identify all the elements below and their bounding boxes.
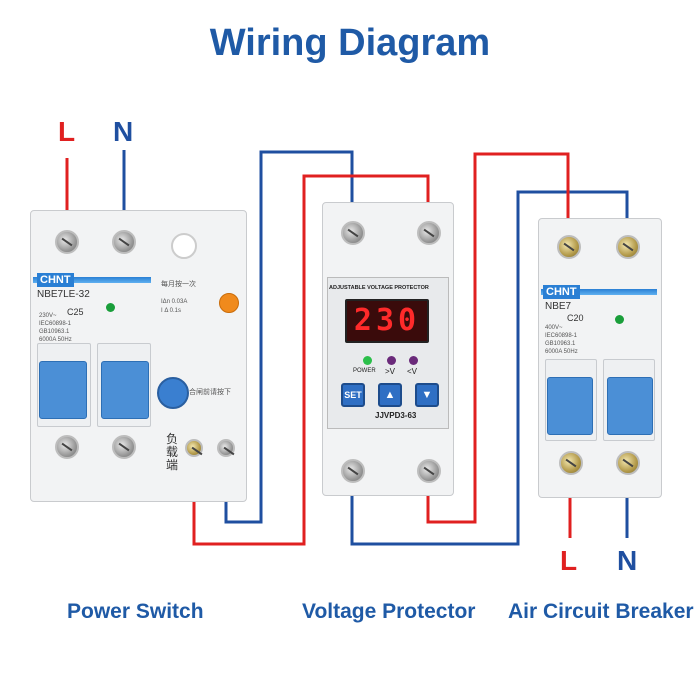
screw-terminal-icon [616, 451, 640, 475]
power-switch-device: CHNT NBE7LE-32 230V~ IEC60898-1 GB10963.… [30, 210, 247, 502]
screw-terminal-icon [341, 459, 365, 483]
air-breaker-brand: CHNT [543, 285, 580, 299]
air-breaker-device: CHNT NBE7 C20 400V~ IEC60898-1 GB10963.1… [538, 218, 662, 498]
breaker-toggle-right[interactable] [607, 377, 653, 435]
power-switch-model: NBE7LE-32 [37, 289, 90, 300]
power-indicator-label: POWER [353, 368, 376, 374]
voltage-display: 230 [345, 299, 429, 343]
spec-line-3: GB10963.1 [39, 329, 70, 335]
under-voltage-led [409, 356, 418, 365]
under-voltage-label: <V [407, 367, 418, 376]
air-breaker-caption: Air Circuit Breaker [508, 600, 694, 623]
load-terminal-neutral [217, 439, 235, 457]
down-button[interactable]: ▼ [415, 383, 439, 407]
residual-time: I Δ 0.1s [161, 308, 182, 314]
reset-button[interactable] [157, 377, 189, 409]
up-arrow-icon: ▲ [384, 389, 396, 401]
output-line-label: L [560, 545, 578, 576]
screw-terminal-icon [55, 435, 79, 459]
air-breaker-model: NBE7 [545, 301, 572, 312]
screw-terminal-icon [417, 221, 441, 245]
voltage-protector-device: ADJUSTABLE VOLTAGE PROTECTOR 230 POWER >… [322, 202, 454, 496]
air-breaker-rating: C20 [567, 313, 584, 323]
status-led [615, 315, 624, 324]
up-button[interactable]: ▲ [378, 383, 402, 407]
spec-line-4: 6000A 50Hz [545, 349, 578, 355]
load-terminal-label: 负载端 [166, 432, 179, 472]
neutral-switch-to-protector [224, 150, 354, 524]
input-neutral-label: N [113, 116, 134, 147]
protector-header: ADJUSTABLE VOLTAGE PROTECTOR [329, 285, 429, 291]
protector-model: JJVPD3-63 [375, 411, 417, 420]
neutral-protector-to-breaker [350, 190, 629, 546]
screw-terminal-icon [341, 221, 365, 245]
line-protector-to-breaker [426, 152, 570, 524]
line-switch-to-protector-path [192, 174, 430, 546]
power-switch-brand: CHNT [37, 273, 74, 287]
residual-current: IΔn 0.03A [161, 299, 188, 305]
spec-line-3: GB10963.1 [545, 341, 576, 347]
page-title: Wiring Diagram [209, 22, 491, 64]
screw-terminal-icon [112, 230, 136, 254]
breaker-toggle-left[interactable] [547, 377, 593, 435]
screw-terminal-icon [557, 235, 581, 259]
test-button[interactable] [219, 293, 239, 313]
power-switch-caption: Power Switch [67, 600, 204, 623]
screw-terminal-icon [417, 459, 441, 483]
screw-terminal-icon [112, 435, 136, 459]
status-led [106, 303, 115, 312]
breaker-toggle-right[interactable] [101, 361, 149, 419]
over-voltage-label: >V [385, 367, 396, 376]
spec-line-1: 230V~ [39, 313, 57, 319]
screw-terminal-icon [616, 235, 640, 259]
over-voltage-led [387, 356, 396, 365]
spec-line-2: IEC60898-1 [545, 333, 578, 339]
status-window [171, 233, 197, 259]
brand-strip [33, 277, 151, 283]
spec-line-4: 6000A 50Hz [39, 337, 72, 343]
down-arrow-icon: ▼ [421, 389, 433, 401]
test-note: 每月按一次 [161, 281, 196, 288]
brand-strip [541, 289, 657, 295]
power-switch-rating: C25 [67, 307, 84, 317]
screw-terminal-icon [559, 451, 583, 475]
power-led [363, 356, 372, 365]
voltage-protector-caption: Voltage Protector [302, 600, 476, 623]
screw-terminal-icon [55, 230, 79, 254]
spec-line-1: 400V~ [545, 325, 563, 331]
load-terminal-line [185, 439, 203, 457]
spec-line-2: IEC60898-1 [39, 321, 72, 327]
reset-note: 合闸前请按下 [189, 389, 231, 396]
input-line-label: L [58, 116, 76, 147]
output-neutral-label: N [617, 545, 638, 576]
breaker-toggle-left[interactable] [39, 361, 87, 419]
set-button[interactable]: SET [341, 383, 365, 407]
